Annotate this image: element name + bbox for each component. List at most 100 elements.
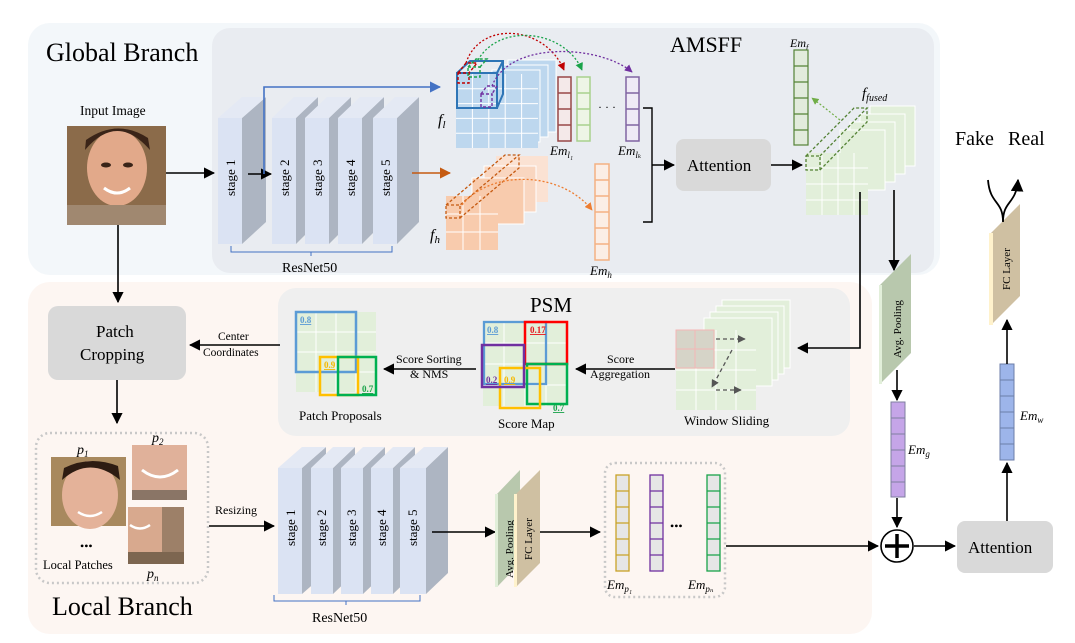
- patch-cropping-box: [48, 306, 186, 380]
- sum-node-icon: [880, 529, 914, 563]
- output-branch-arrows: [987, 180, 1018, 223]
- em-pn-vector: [706, 474, 721, 572]
- local-resnet-label: ResNet50: [312, 611, 367, 626]
- global-avg-pooling-label: Avg. Pooling: [892, 300, 904, 358]
- em-p2-vector: [649, 474, 664, 572]
- window-sliding-label: Window Sliding: [684, 413, 770, 428]
- score-map-label: Score Map: [498, 416, 555, 431]
- global-stage-3-label: stage 3: [310, 160, 325, 196]
- em-lk-label: Emlₖ: [617, 143, 642, 160]
- local-branch-title: Local Branch: [52, 592, 193, 621]
- score-map-score-4: 0.7: [553, 403, 565, 413]
- p2-label: p2: [151, 431, 164, 447]
- em-pn-label: Empₙ: [687, 577, 714, 594]
- psm-title: PSM: [530, 293, 572, 317]
- score-map-score-2: 0.2: [486, 375, 498, 385]
- global-stage-4-label: stage 4: [343, 159, 358, 196]
- global-stage-2-label: stage 2: [277, 160, 292, 196]
- arc-purple: [491, 50, 633, 87]
- pn-label: pn: [146, 567, 159, 583]
- global-resnet-brace: [230, 246, 393, 256]
- em-p1-vector: [615, 474, 630, 572]
- local-patches-label: Local Patches: [43, 558, 113, 572]
- patch-pn-image: [128, 507, 184, 564]
- local-fc-layer: [514, 470, 540, 587]
- global-stage-1: [218, 97, 266, 244]
- patch-p1-image: [51, 457, 126, 529]
- fake-label: Fake: [955, 128, 994, 150]
- amsff-title: AMSFF: [670, 32, 742, 57]
- local-stage-5: [400, 447, 448, 594]
- arrow-stage1-to-fl: [263, 81, 442, 174]
- input-image-label: Input Image: [80, 103, 146, 118]
- patch-p2-image: [132, 445, 187, 500]
- em-h-label: Emh: [589, 263, 612, 280]
- global-avg-pooling-layer: [879, 254, 911, 384]
- em-ellipsis: · · ·: [598, 100, 616, 114]
- local-avg-pooling-label: Avg. Pooling: [504, 520, 516, 578]
- window-sliding-map: [675, 299, 791, 410]
- em-f-vector: [793, 49, 809, 146]
- score-map-score-3: 0.9: [504, 375, 516, 385]
- amsff-attention-label: Attention: [687, 156, 752, 175]
- arrow-fused-to-psm: [796, 192, 861, 354]
- em-l1-vector: [557, 76, 572, 142]
- center-line2: Coordinates: [203, 347, 259, 359]
- score-sorting-line2: & NMS: [410, 367, 448, 381]
- em-p1-label: Emp₁: [606, 577, 632, 594]
- global-resnet50: stage 1 stage 2 stage 3 stage 4 stage 5 …: [218, 97, 419, 276]
- patches-ellipsis: •••: [80, 539, 93, 553]
- proposal-box-blue: [294, 310, 358, 374]
- score-map: [480, 320, 569, 410]
- proposal-score-2: 0.7: [362, 384, 374, 394]
- patch-cropping-line1: Patch: [96, 322, 134, 341]
- local-stage-4-label: stage 4: [374, 509, 389, 546]
- global-resnet-label: ResNet50: [282, 261, 337, 276]
- em-w-label: Emw: [1019, 408, 1043, 425]
- em-f-label: Emf: [789, 36, 810, 52]
- global-stage-1-label: stage 1: [223, 160, 238, 196]
- em-l2-vector: [576, 76, 591, 142]
- arc-orange: [461, 178, 593, 211]
- fl-label: fl: [438, 112, 446, 131]
- local-stage-5-label: stage 5: [405, 510, 420, 546]
- local-stage-1-label: stage 1: [283, 510, 298, 546]
- proposal-score-1: 0.9: [324, 360, 336, 370]
- resizing-label: Resizing: [215, 503, 257, 517]
- local-patches-group: [34, 431, 210, 585]
- proposal-score-0: 0.8: [300, 315, 312, 325]
- head-fc-label: FC Layer: [1001, 248, 1013, 290]
- real-label: Real: [1008, 128, 1045, 150]
- score-box-blue: [482, 320, 548, 386]
- local-em-ellipsis: •••: [670, 519, 683, 533]
- head-attention-label: Attention: [968, 538, 1033, 557]
- score-map-score-0: 0.8: [487, 325, 499, 335]
- em-h-vector: [594, 163, 610, 261]
- p1-label: p1: [76, 443, 89, 459]
- score-box-green: [525, 362, 569, 406]
- patch-proposals-map: [294, 310, 378, 397]
- em-g-label: Emg: [907, 442, 930, 459]
- arc-fused-to-emf: [811, 97, 841, 121]
- score-agg-line1: Score: [607, 352, 634, 366]
- arc-red: [465, 32, 565, 71]
- fh-label: fh: [430, 227, 440, 246]
- local-resnet-brace: [273, 595, 421, 605]
- global-branch-title: Global Branch: [46, 38, 198, 67]
- low-level-feature-map: [456, 58, 557, 148]
- em-l1-label: Eml₁: [549, 143, 573, 160]
- local-stage-3-label: stage 3: [344, 510, 359, 546]
- score-agg-line2: Aggregation: [590, 367, 650, 381]
- proposal-box-green: [336, 355, 378, 397]
- em-w-vector: [999, 363, 1015, 461]
- high-level-feature-map: [445, 154, 548, 250]
- head-fc-layer: [989, 204, 1020, 325]
- local-stage-2-label: stage 2: [314, 510, 329, 546]
- global-stage-5: [373, 97, 419, 244]
- global-stage-5-label: stage 5: [378, 160, 393, 196]
- local-embeddings-group: [603, 461, 727, 599]
- score-box-purple: [480, 343, 526, 389]
- patch-proposals-label: Patch Proposals: [299, 408, 382, 423]
- local-resnet50: stage 1 stage 2 stage 3 stage 4 stage 5 …: [273, 447, 448, 626]
